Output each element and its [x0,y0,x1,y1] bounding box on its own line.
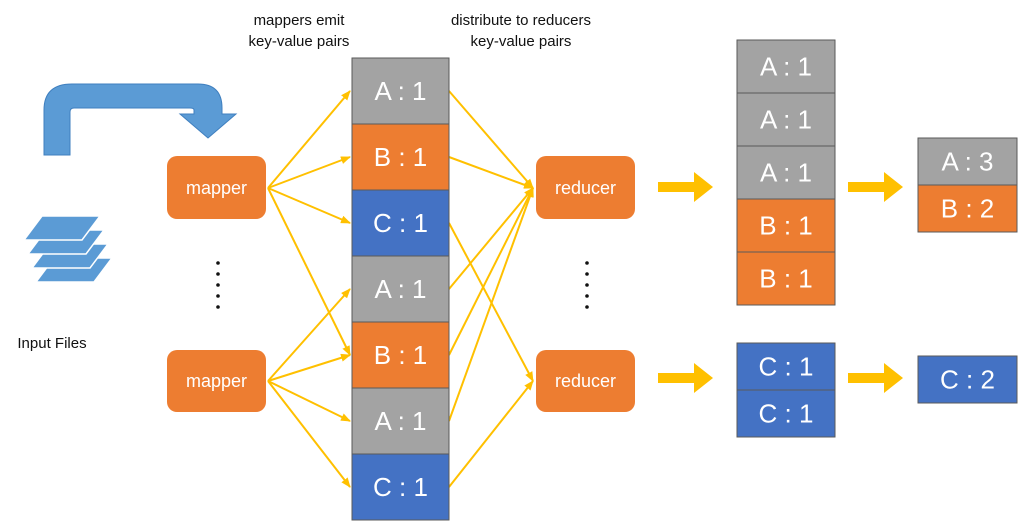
emitted-pair-cell: A : 1 [351,387,450,455]
result-pair-cell: A : 3 [917,137,1018,186]
distribute-caption-line-1: distribute to reducers [451,12,591,29]
reducer-ellipsis [585,261,589,309]
reducer-link-arrow [448,187,534,356]
emitted-pair-label: A : 1 [374,274,426,304]
mapper-link-arrow [267,380,351,488]
reducer-node-1: reducer [536,156,635,219]
emitted-pair-label: C : 1 [373,472,428,502]
result-pair-label: B : 2 [941,194,994,224]
emitted-pair-label: B : 1 [374,340,427,370]
result-pair-cell: B : 2 [917,184,1018,233]
emitted-pair-label: B : 1 [374,142,427,172]
grouped-pair-cell: C : 1 [736,389,836,438]
files-stack-icon [22,215,114,283]
mappers-caption-line-2: key-value pairs [249,33,350,50]
grouped-pair-label: A : 1 [760,158,812,188]
grouped-pair-label: A : 1 [760,52,812,82]
grouped-pair-label: B : 1 [759,211,812,241]
block-arrow-icon [848,363,903,393]
reducer-link-arrow [448,380,534,488]
reduced-results: A : 3 B : 2 C : 2 [917,137,1018,404]
reducer-node-2: reducer [536,350,635,412]
result-pair-cell: C : 2 [917,355,1018,404]
grouped-pair-label: C : 1 [759,352,814,382]
emitted-pair-cell: C : 1 [351,453,450,521]
emitted-pairs-column: A : 1 B : 1 C : 1 A : 1 B : 1 A : 1 C : 1 [351,57,450,521]
mapper-node-1: mapper [167,156,266,219]
distribute-caption-line-2: key-value pairs [471,33,572,50]
reducer-link-arrow [448,90,534,189]
result-pair-label: A : 3 [941,147,993,177]
emitted-pair-cell: B : 1 [351,123,450,191]
emitted-pair-cell: C : 1 [351,189,450,257]
grouped-pair-label: C : 1 [759,399,814,429]
emitted-pair-label: A : 1 [374,76,426,106]
mapper-link-arrow [267,288,351,382]
mapper-link-arrow [267,353,351,382]
mappers-caption-line-1: mappers emit [254,12,346,29]
grouped-pair-cell: B : 1 [736,251,836,306]
mapper-label: mapper [186,371,247,391]
grouped-pair-cell: B : 1 [736,198,836,253]
result-pair-label: C : 2 [940,365,995,395]
emitted-pair-cell: A : 1 [351,57,450,125]
grouped-pair-label: B : 1 [759,264,812,294]
grouped-pair-cell: A : 1 [736,39,836,94]
reducer-link-arrow [448,187,534,422]
emitted-pair-label: C : 1 [373,208,428,238]
mapper-link-arrow [267,90,351,189]
emitted-pair-cell: A : 1 [351,255,450,323]
reducer-label: reducer [555,371,616,391]
input-files-label: Input Files [17,335,86,352]
mapper-link-arrow [267,156,351,189]
grouped-pair-cell: C : 1 [736,342,836,391]
mapper-links [267,90,351,488]
mapper-node-2: mapper [167,350,266,412]
reducer-label: reducer [555,178,616,198]
grouped-pair-cell: A : 1 [736,145,836,200]
reducer-link-arrow [448,187,534,290]
mapper-link-arrow [267,380,351,422]
emitted-pair-label: A : 1 [374,406,426,436]
mapper-link-arrow [267,187,351,224]
grouped-pairs: A : 1 A : 1 A : 1 B : 1 B : 1 C : 1 C : 1 [736,39,836,438]
emitted-pair-cell: B : 1 [351,321,450,389]
mapper-label: mapper [186,178,247,198]
block-arrow-icon [658,172,713,202]
grouped-pair-label: A : 1 [760,105,812,135]
reducer-links [448,90,534,488]
grouped-pair-cell: A : 1 [736,92,836,147]
stage-arrows [658,172,903,393]
block-arrow-icon [848,172,903,202]
mapper-ellipsis [216,261,220,309]
mapper-link-arrow [267,187,351,356]
block-arrow-icon [658,363,713,393]
reducer-link-arrow [448,156,534,189]
curved-arrow-icon [43,83,238,156]
